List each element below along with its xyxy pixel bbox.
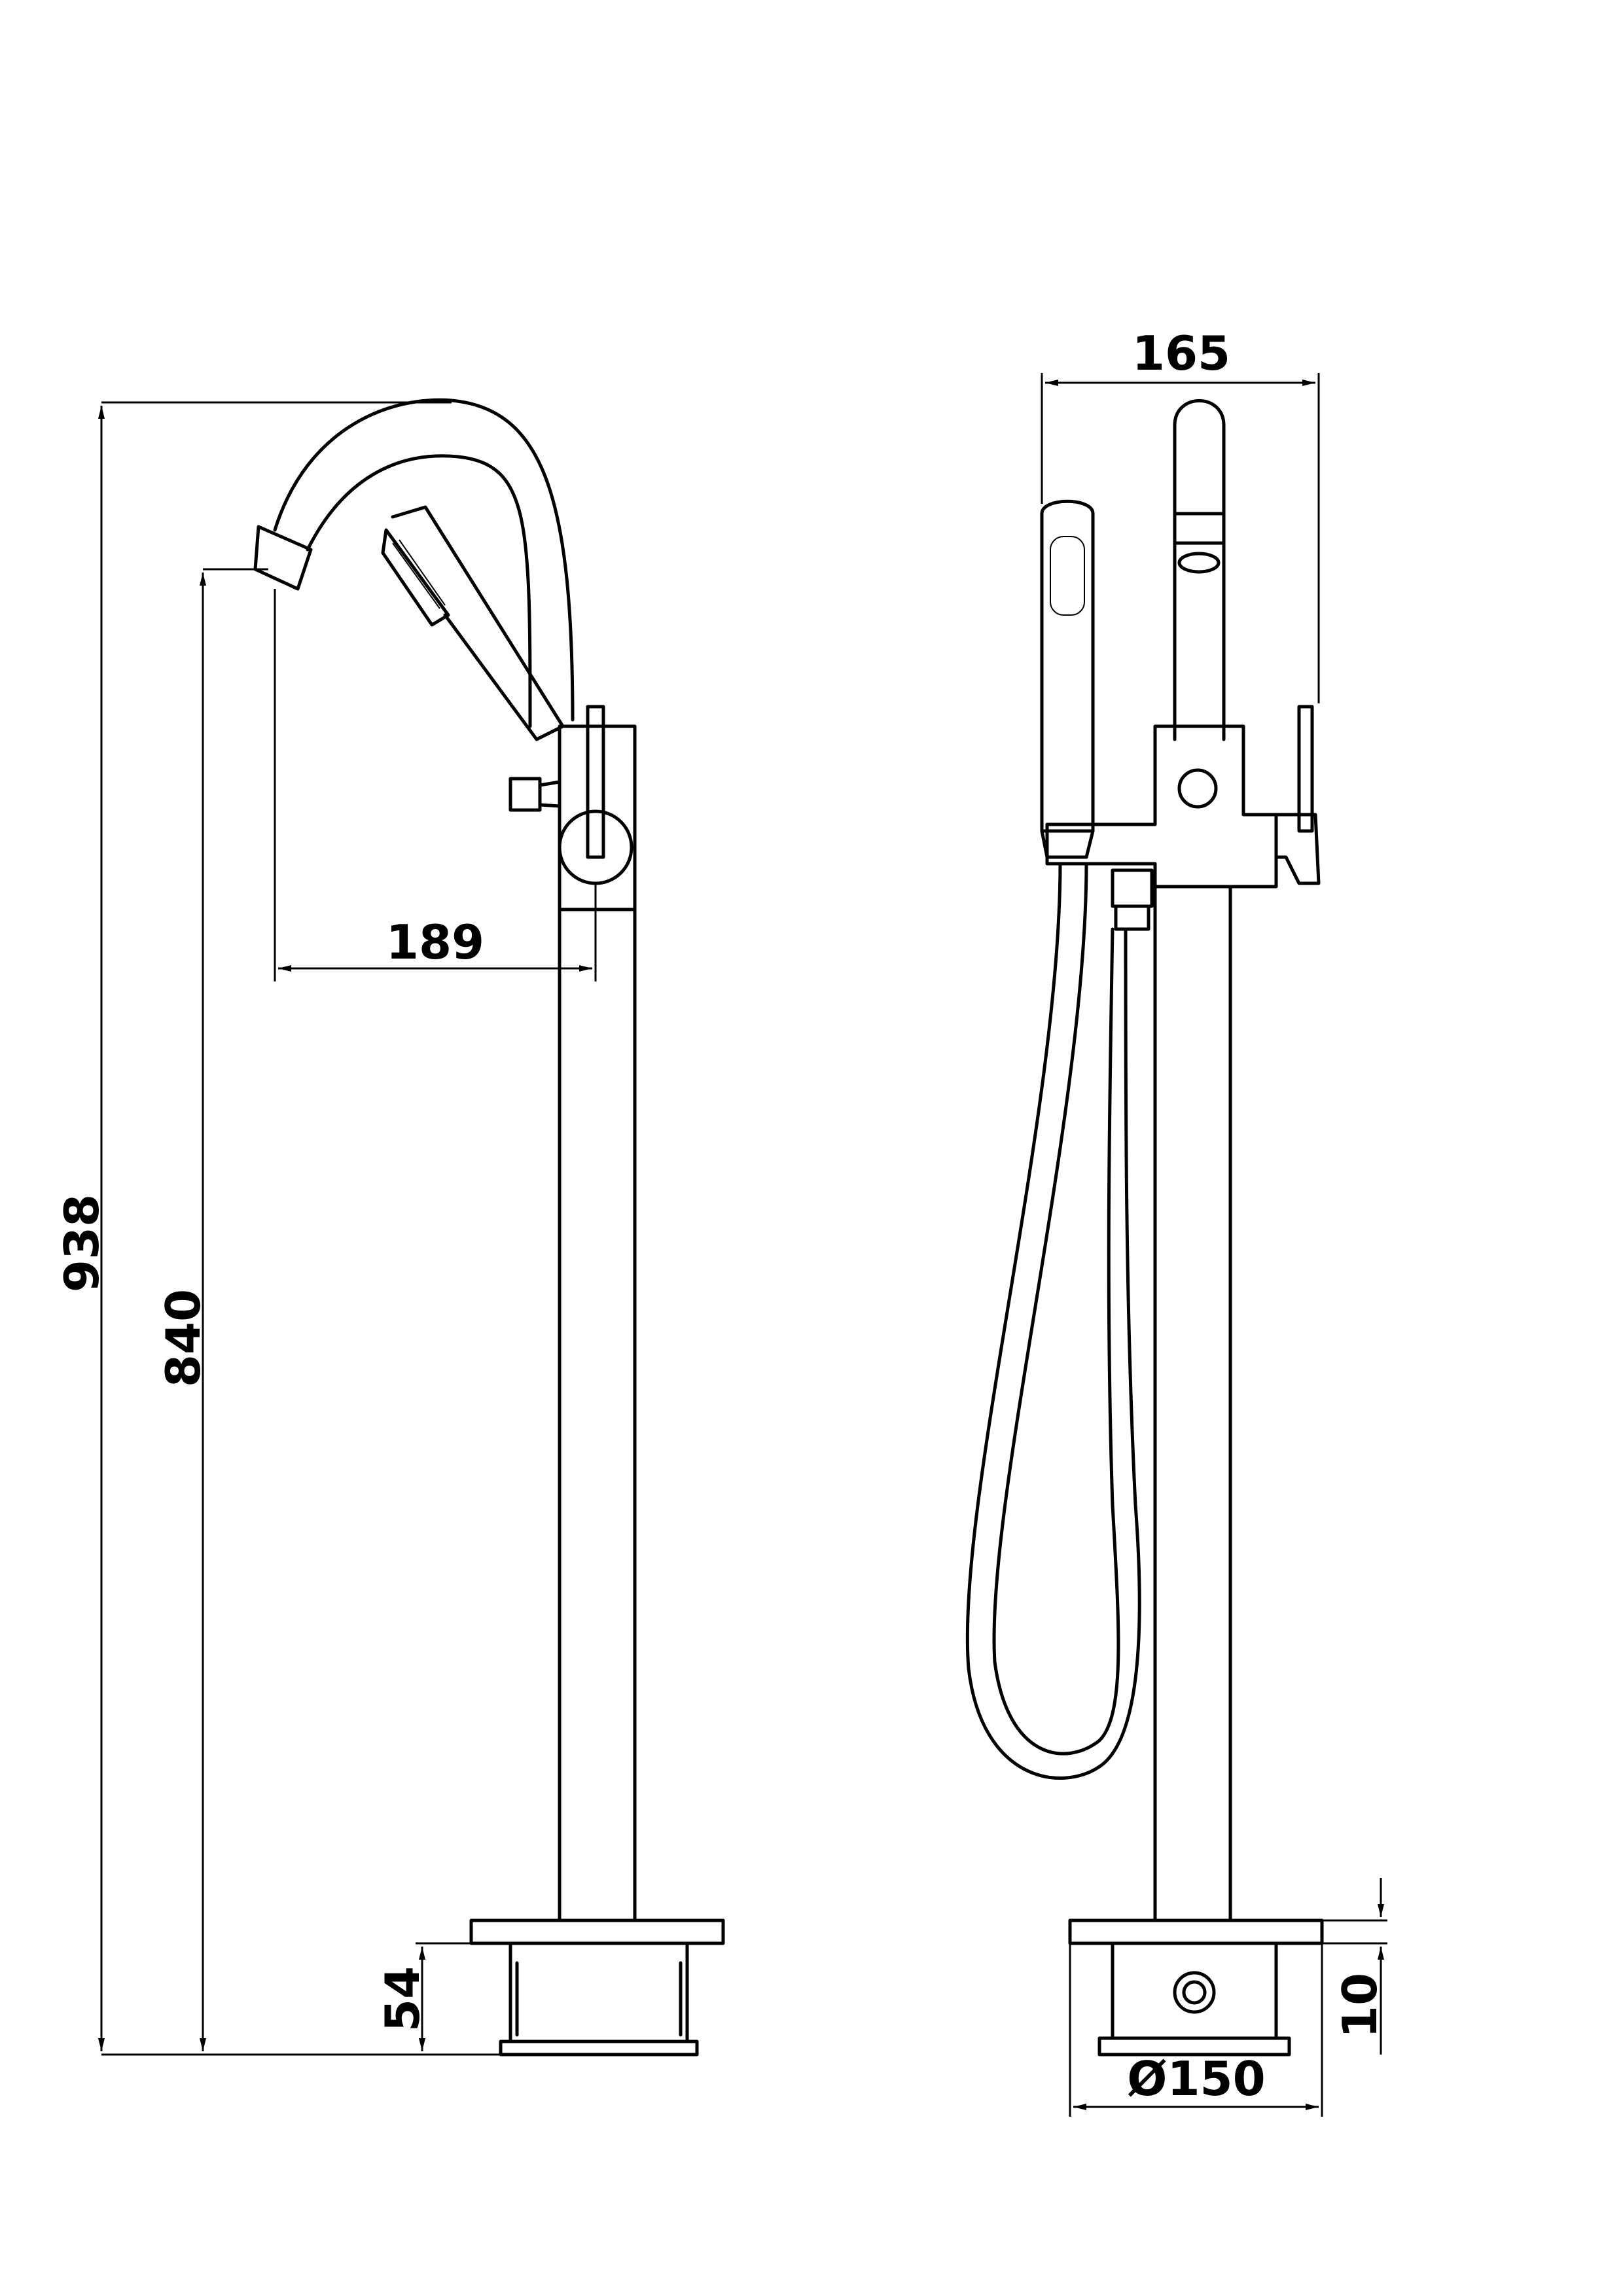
- mixer-cartridge: [558, 809, 633, 885]
- hand-shower-front: [1040, 499, 1095, 859]
- base-box: [508, 1941, 689, 2043]
- spout-outlet-front: [1173, 512, 1226, 545]
- column: [558, 908, 637, 1922]
- lever-front: [1297, 705, 1314, 833]
- dim-overall-height: 938: [54, 1194, 109, 1292]
- dim-floor-plate-thickness: 10: [1332, 1973, 1387, 2038]
- diverter-knob: [508, 777, 542, 812]
- base-box-front: [1111, 1941, 1278, 2040]
- spout-curve: [273, 398, 575, 722]
- dim-spout-reach: 189: [386, 915, 484, 970]
- floor-plate-front: [1068, 1918, 1324, 1945]
- front-view: 165 10 Ø150: [965, 326, 1387, 2117]
- dim-base-height: 54: [375, 1966, 430, 2032]
- lever-base-front: [1274, 813, 1321, 885]
- hand-shower: [381, 505, 565, 741]
- valve-block-front: [1045, 724, 1278, 889]
- diverter-front: [1177, 768, 1218, 809]
- base-foot: [499, 2040, 699, 2057]
- dim-spout-height: 840: [156, 1289, 211, 1387]
- inlet-port-front: [1173, 1971, 1216, 2014]
- spout-curve-outer: [306, 454, 532, 728]
- mixer-lever: [586, 705, 605, 859]
- dim-base-diameter: Ø150: [1127, 2051, 1266, 2106]
- spout-outlet: [253, 525, 313, 591]
- dim-width: 165: [1132, 326, 1230, 381]
- spout-front: [1173, 399, 1226, 741]
- base-foot-front: [1097, 2036, 1291, 2057]
- floor-plate: [469, 1918, 725, 1945]
- hose-connector: [1111, 868, 1154, 908]
- column-front: [1153, 885, 1232, 1922]
- shower-hose-inner: [992, 862, 1120, 1756]
- shower-hose: [965, 862, 1141, 1780]
- side-view: 938 840 189 54: [54, 398, 725, 2057]
